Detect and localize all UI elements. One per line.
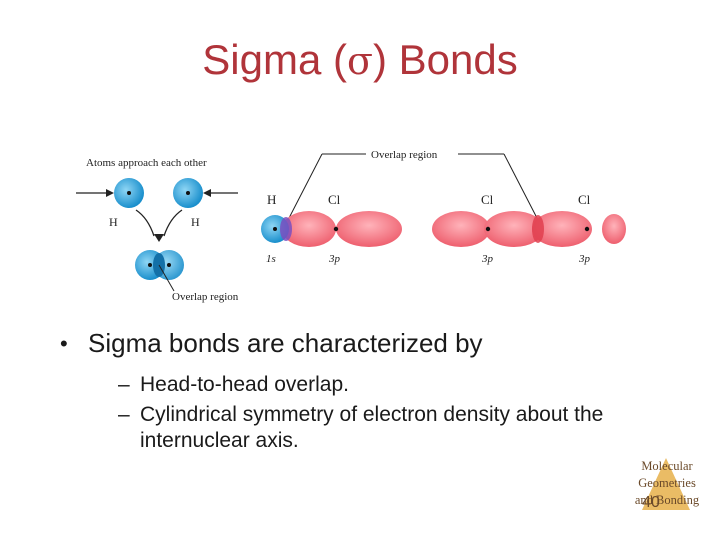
overlap-label-top: Overlap region bbox=[371, 149, 438, 161]
h-label-left: H bbox=[109, 215, 118, 229]
approach-arrowhead-right bbox=[203, 189, 211, 197]
cl2-lobe-4 bbox=[602, 214, 626, 244]
hcl-cl-label: Cl bbox=[328, 192, 341, 207]
cl-p-lobe-right bbox=[336, 211, 402, 247]
hcl-h-nucleus bbox=[273, 227, 277, 231]
hcl-cl-nucleus bbox=[333, 226, 339, 232]
cl-p-lobe-left bbox=[282, 211, 336, 247]
orbital-1s-label: 1s bbox=[266, 253, 276, 265]
h-label-right: H bbox=[191, 215, 200, 229]
overlap-label-left: Overlap region bbox=[172, 291, 239, 303]
h2-nucleus-right bbox=[167, 263, 171, 267]
h2-nucleus-left bbox=[148, 263, 152, 267]
slide-number: 40 bbox=[642, 494, 660, 511]
hcl-overlap-region bbox=[280, 217, 292, 241]
overlap-pointer-hcl bbox=[287, 153, 323, 221]
approach-label: Atoms approach each other bbox=[86, 157, 207, 169]
sub-bullet-text: Head-to-head overlap. bbox=[140, 373, 349, 396]
overlap-pointer-left bbox=[158, 264, 175, 292]
merge-curve-left bbox=[135, 209, 155, 237]
footer-line-2: Geometries bbox=[638, 476, 696, 490]
main-bullet: • Sigma bonds are characterized by bbox=[60, 328, 680, 360]
cl2-lobe-3 bbox=[532, 211, 592, 247]
title-text-end: ) Bonds bbox=[372, 36, 518, 83]
cl2-cl-label-right: Cl bbox=[578, 192, 591, 207]
bullet-dot: • bbox=[60, 331, 68, 356]
cl2-lobe-2 bbox=[484, 211, 544, 247]
orbital-3p-label-b: 3p bbox=[481, 253, 494, 265]
hcl-h-label: H bbox=[267, 192, 276, 207]
sigma-symbol: σ bbox=[347, 39, 373, 83]
sub-bullet: – Cylindrical symmetry of electron densi… bbox=[118, 402, 680, 454]
sub-bullet-list: – Head-to-head overlap. – Cylindrical sy… bbox=[118, 372, 680, 454]
footer-line-3: and Bonding bbox=[634, 493, 700, 507]
sub-bullet: – Head-to-head overlap. bbox=[118, 372, 680, 398]
orbital-3p-label-a: 3p bbox=[328, 253, 341, 265]
bullet-list: • Sigma bonds are characterized by – Hea… bbox=[60, 328, 680, 458]
main-bullet-text: Sigma bonds are characterized by bbox=[88, 328, 483, 358]
orbital-3p-label-c: 3p bbox=[578, 253, 591, 265]
cl2-nucleus-right bbox=[584, 226, 590, 232]
cl2-nucleus-left bbox=[485, 226, 491, 232]
cl2-overlap-region bbox=[532, 215, 544, 243]
cl2-lobe-1 bbox=[432, 211, 490, 247]
orbital-diagram: Atoms approach each other H H Overlap re… bbox=[76, 149, 626, 303]
footer-badge: Molecular Geometries and Bonding bbox=[624, 458, 710, 518]
sub-bullet-dash: – bbox=[118, 403, 130, 426]
cl2-cl-label-left: Cl bbox=[481, 192, 494, 207]
approach-arrowhead-left bbox=[106, 189, 114, 197]
h-nucleus-left bbox=[127, 191, 131, 195]
sub-bullet-text: Cylindrical symmetry of electron density… bbox=[140, 403, 604, 452]
sigma-bond-figure: Atoms approach each other H H Overlap re… bbox=[66, 138, 626, 308]
merge-arrowhead bbox=[154, 234, 164, 242]
footer-text: Molecular Geometries and Bonding bbox=[624, 458, 710, 509]
title-text-start: Sigma ( bbox=[202, 36, 347, 83]
sub-bullet-dash: – bbox=[118, 373, 130, 396]
merge-curve-right bbox=[163, 209, 183, 237]
footer-triangle-logo bbox=[642, 458, 690, 510]
h-nucleus-right bbox=[186, 191, 190, 195]
slide-title: Sigma (σ) Bonds bbox=[0, 36, 720, 84]
footer-line-1: Molecular bbox=[641, 459, 693, 473]
overlap-pointer-cl2 bbox=[503, 153, 539, 221]
